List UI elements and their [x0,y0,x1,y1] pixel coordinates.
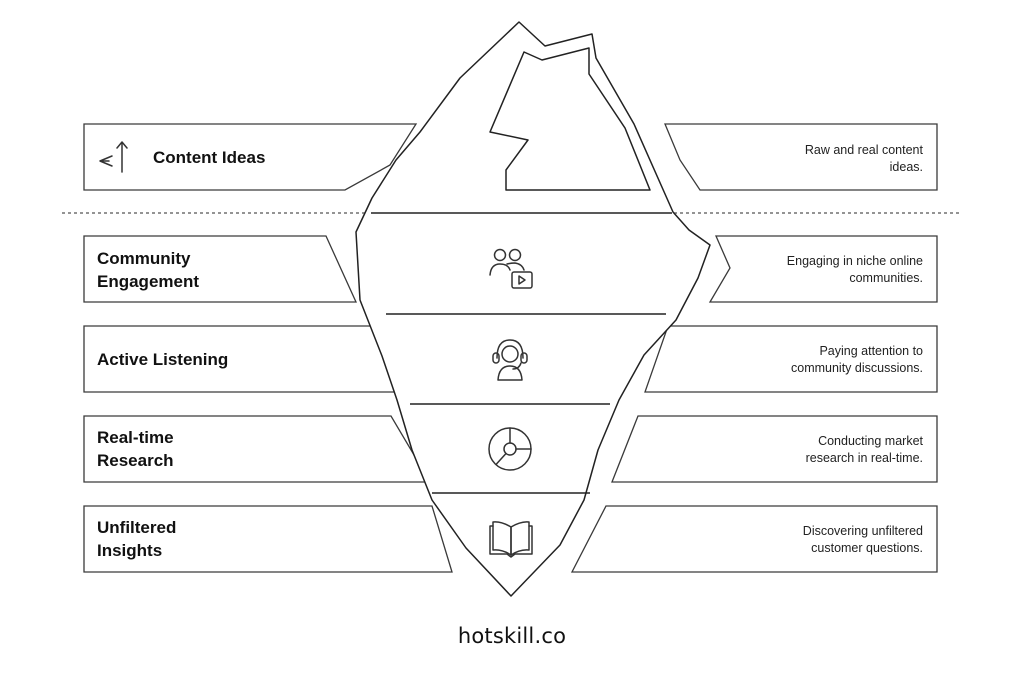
left-panel-real-time-research [83,415,432,483]
open-book-icon [489,521,533,558]
right-panel-unfiltered-insights [570,505,938,573]
level-desc-unfiltered-insights-line1: Discovering unfiltered [803,524,923,538]
level-title-unfiltered-insights-line2: Insights [97,541,162,560]
level-title-real-time-research-line1: Real-time [97,428,174,447]
level-title-community-engagement-line1: Community [97,249,191,268]
level-desc-community-engagement-line1: Engaging in niche online [787,254,923,268]
pie-chart-icon [488,427,532,471]
iceberg-tip [489,47,651,191]
right-panel-active-listening [644,325,938,393]
level-desc-content-ideas-line2: ideas. [890,160,923,174]
level-desc-active-listening-line1: Paying attention to [819,344,923,358]
site-footer-label: hotskill.co [457,624,567,648]
level-title-active-listening: Active Listening [97,350,228,369]
level-title-community-engagement-line2: Engagement [97,272,199,291]
people-video-icon [489,248,533,289]
headset-person-icon [492,339,528,381]
level-desc-real-time-research-line1: Conducting market [818,434,923,448]
right-panel-content-ideas [664,123,938,191]
left-panel-community-engagement [83,235,358,303]
level-desc-community-engagement-line2: communities. [849,271,923,285]
text-arrow-up-icon [99,141,128,173]
right-panel-community-engagement [708,235,938,303]
level-title-content-ideas: Content Ideas [153,148,265,167]
left-panel-unfiltered-insights [83,505,453,573]
level-desc-unfiltered-insights-line2: customer questions. [811,541,923,555]
level-desc-active-listening-line2: community discussions. [791,361,923,375]
level-desc-content-ideas-line1: Raw and real content [805,143,924,157]
level-desc-real-time-research-line2: research in real-time. [806,451,923,465]
right-panel-real-time-research [611,415,938,483]
level-title-unfiltered-insights-line1: Unfiltered [97,518,176,537]
level-title-real-time-research-line2: Research [97,451,174,470]
left-panel-content-ideas [83,123,418,191]
